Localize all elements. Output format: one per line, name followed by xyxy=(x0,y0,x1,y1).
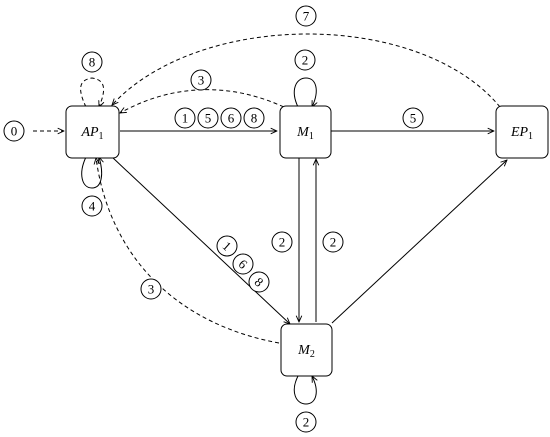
badge-m1-to-ep1: 5 xyxy=(402,107,424,129)
edge-ap1-to-m2 xyxy=(111,156,290,324)
badge-m1-to-m2: 2 xyxy=(271,231,293,253)
badge-ap1-to-m2-1: 1 xyxy=(216,235,238,257)
badge-m2-self: 2 xyxy=(295,411,317,433)
badge-m2-to-m1: 2 xyxy=(322,231,344,253)
badge-ap1-self-top: 8 xyxy=(81,51,103,73)
badge-m2-to-ap1: 3 xyxy=(140,278,162,300)
node-ep1: EP1 xyxy=(495,105,549,159)
edge-m1-self xyxy=(293,77,316,107)
badge-m2-to-m1-text: 2 xyxy=(330,235,337,250)
badge-ap1-to-m1-1-text: 1 xyxy=(182,111,189,126)
badge-group-ap1-to-m2: 1 6 8 xyxy=(216,235,270,293)
node-m2-sub: 2 xyxy=(310,349,315,360)
edge-ap1-self-top xyxy=(80,77,104,107)
badge-ap1-self-top-text: 8 xyxy=(89,55,96,70)
badge-ap1-self-bottom-text: 4 xyxy=(89,199,96,214)
badge-m2-self-text: 2 xyxy=(303,415,310,430)
node-m2-label: M xyxy=(297,343,311,358)
node-ap1-sub: 1 xyxy=(99,131,104,142)
node-m1: M1 xyxy=(279,105,332,159)
badge-ap1-to-m1-3-text: 6 xyxy=(228,111,235,126)
badge-m2-to-ap1-text: 3 xyxy=(148,282,155,297)
badge-ap1-to-m1-4-text: 8 xyxy=(251,111,258,126)
badge-group-ap1-to-m1: 1 5 6 8 xyxy=(174,107,265,129)
badge-ap1-to-m1-2: 5 xyxy=(197,107,219,129)
edge-m2-self xyxy=(293,376,316,405)
badge-start-text: 0 xyxy=(11,124,18,139)
badge-m1-to-ap1-text: 3 xyxy=(198,73,205,88)
badge-m1-to-ep1-text: 5 xyxy=(410,111,417,126)
svg-text:M2: M2 xyxy=(297,343,315,360)
badge-ep1-to-ap1: 7 xyxy=(295,5,317,27)
svg-text:M1: M1 xyxy=(296,125,314,142)
badge-m1-to-m2-text: 2 xyxy=(279,235,286,250)
node-ap1-label: AP xyxy=(80,125,99,140)
badge-ap1-to-m1-4: 8 xyxy=(243,107,265,129)
node-ep1-sub: 1 xyxy=(528,131,533,142)
edge-m2-to-ep1 xyxy=(331,160,507,324)
badge-m1-self-text: 2 xyxy=(302,53,309,68)
badge-ap1-to-m1-2-text: 5 xyxy=(205,111,212,126)
badge-ap1-to-m1-1: 1 xyxy=(174,107,196,129)
badge-start: 0 xyxy=(3,120,25,142)
svg-text:AP1: AP1 xyxy=(80,125,103,142)
node-m2: M2 xyxy=(280,323,333,377)
node-m1-label: M xyxy=(296,125,310,140)
badge-m1-to-ap1: 3 xyxy=(190,69,212,91)
badge-ap1-to-m1-3: 6 xyxy=(220,107,242,129)
node-m1-sub: 1 xyxy=(309,131,314,142)
badge-m1-self: 2 xyxy=(294,49,316,71)
badge-ep1-to-ap1-text: 7 xyxy=(303,9,310,24)
badge-ap1-self-bottom: 4 xyxy=(81,195,103,217)
edge-ep1-to-ap1 xyxy=(112,33,501,108)
edge-ap1-self-bottom xyxy=(81,157,102,189)
badge-ap1-to-m2-2: 6 xyxy=(232,253,254,275)
badge-ap1-to-m2-3: 8 xyxy=(248,271,270,293)
node-ep1-label: EP xyxy=(510,125,529,140)
node-ap1: AP1 xyxy=(65,105,120,159)
edge-m2-to-ap1 xyxy=(96,158,280,344)
svg-text:EP1: EP1 xyxy=(510,125,533,142)
